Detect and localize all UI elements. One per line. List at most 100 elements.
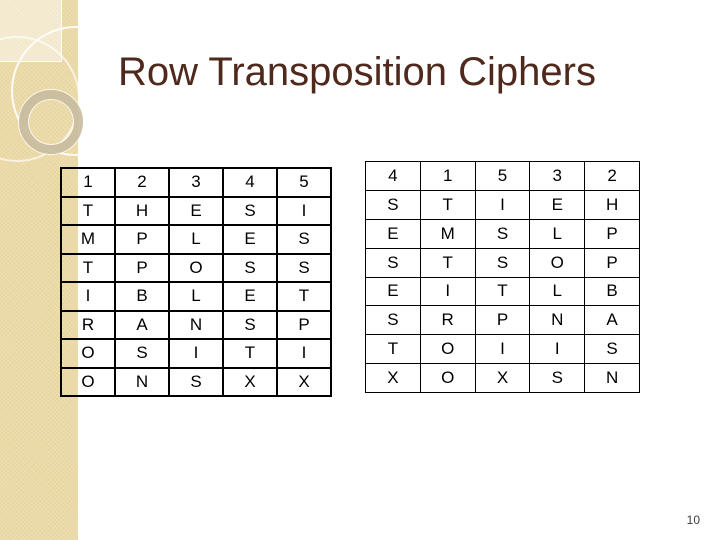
table-cell: O	[168, 252, 224, 283]
table-cell: A	[584, 305, 640, 336]
table-cell: T	[60, 195, 116, 226]
table-cell: E	[222, 224, 278, 255]
table-cell: I	[474, 334, 531, 365]
table-cell: N	[529, 305, 586, 336]
table-cell: T	[276, 281, 332, 312]
table-cell: S	[222, 195, 278, 226]
table-cell: P	[276, 309, 332, 340]
key-header-cell: 2	[114, 167, 170, 198]
table-cell: E	[365, 276, 421, 307]
table-cell: O	[419, 334, 476, 365]
table-cell: P	[114, 224, 170, 255]
table-cell: O	[419, 363, 476, 393]
table-cell: B	[584, 276, 640, 307]
table-cell: X	[365, 363, 421, 393]
table-cell: I	[529, 334, 586, 365]
table-cell: I	[276, 195, 332, 226]
table-cell: T	[60, 252, 116, 283]
table-cell: S	[114, 338, 170, 369]
table-cell: I	[474, 189, 531, 220]
table-cell: S	[365, 189, 421, 220]
table-cell: I	[276, 338, 332, 369]
table-cell: E	[222, 281, 278, 312]
key-header-cell: 4	[365, 161, 421, 191]
table-cell: E	[168, 195, 224, 226]
decorative-ring	[19, 90, 83, 154]
table-cell: S	[168, 366, 224, 397]
slide-title: Row Transposition Ciphers	[118, 50, 596, 94]
table-cell: T	[365, 334, 421, 365]
table-cell: L	[529, 276, 586, 307]
table-cell: P	[584, 247, 640, 278]
table-cell: S	[276, 224, 332, 255]
key-header-cell: 3	[168, 167, 224, 198]
table-cell: I	[168, 338, 224, 369]
table-cell: R	[60, 309, 116, 340]
table-cell: M	[419, 218, 476, 249]
table-cell: X	[222, 366, 278, 397]
key-header-cell: 1	[60, 167, 116, 198]
page-number: 10	[686, 513, 700, 527]
table-cell: H	[584, 189, 640, 220]
table-cell: L	[168, 281, 224, 312]
table-cell: P	[114, 252, 170, 283]
table-cell: E	[365, 218, 421, 249]
table-cell: S	[474, 218, 531, 249]
key-header-cell: 5	[474, 161, 531, 191]
table-cell: S	[222, 252, 278, 283]
key-header-cell: 1	[419, 161, 476, 191]
key-header-cell: 4	[222, 167, 278, 198]
table-cell: B	[114, 281, 170, 312]
table-cell: M	[60, 224, 116, 255]
table-cell: I	[60, 281, 116, 312]
table-cell: L	[529, 218, 586, 249]
table-cell: O	[60, 338, 116, 369]
table-cell: S	[584, 334, 640, 365]
table-cell: T	[222, 338, 278, 369]
table-cell: N	[584, 363, 640, 393]
table-cell: N	[114, 366, 170, 397]
key-header-cell: 5	[276, 167, 332, 198]
table-cell: H	[114, 195, 170, 226]
table-cell: X	[276, 366, 332, 397]
key-header-cell: 3	[529, 161, 586, 191]
table-cell: S	[276, 252, 332, 283]
table-cell: T	[419, 189, 476, 220]
table-cell: T	[474, 276, 531, 307]
table-cell: S	[365, 305, 421, 336]
table-cell: A	[114, 309, 170, 340]
table-cell: S	[529, 363, 586, 393]
table-cell: S	[222, 309, 278, 340]
table-cell: T	[419, 247, 476, 278]
table-cell: S	[365, 247, 421, 278]
table-cell: O	[529, 247, 586, 278]
table-cell: P	[474, 305, 531, 336]
table-cell: P	[584, 218, 640, 249]
table-cell: S	[474, 247, 531, 278]
table-cell: X	[474, 363, 531, 393]
table-cell: L	[168, 224, 224, 255]
table-cell: N	[168, 309, 224, 340]
table-cell: I	[419, 276, 476, 307]
table-cell: R	[419, 305, 476, 336]
table-cell: O	[60, 366, 116, 397]
